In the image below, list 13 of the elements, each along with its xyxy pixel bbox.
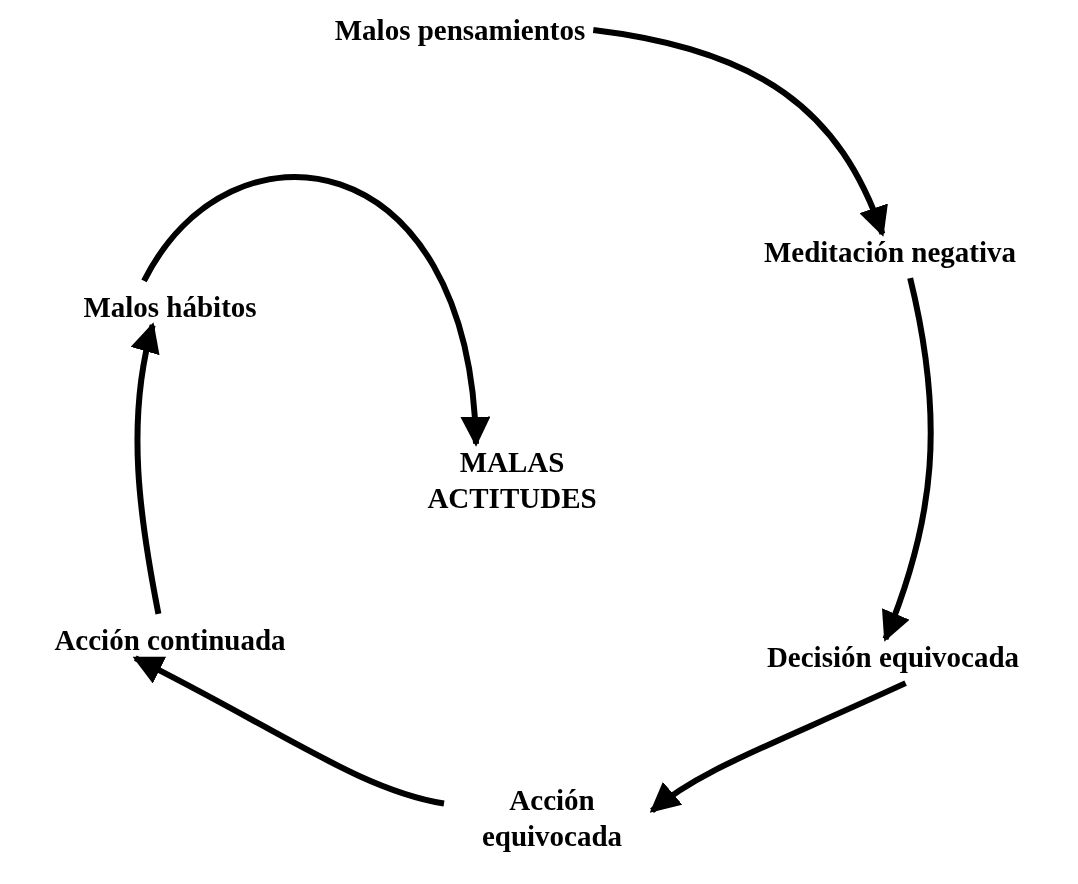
arrow xyxy=(881,277,934,642)
step-label: Acción continuada xyxy=(54,621,286,659)
step-label: MALAS ACTITUDES xyxy=(392,443,632,517)
step-label: Acción equivocada xyxy=(452,781,652,855)
arrow xyxy=(141,174,489,447)
arrow xyxy=(132,655,445,807)
arrow xyxy=(649,680,907,814)
arrow xyxy=(131,322,162,615)
step-label: Meditación negativa xyxy=(763,233,1017,271)
step-label: Malos pensamientos xyxy=(334,11,586,49)
arrow xyxy=(592,27,887,237)
step-label: Malos hábitos xyxy=(83,288,257,326)
step-label: Decisión equivocada xyxy=(766,638,1020,676)
